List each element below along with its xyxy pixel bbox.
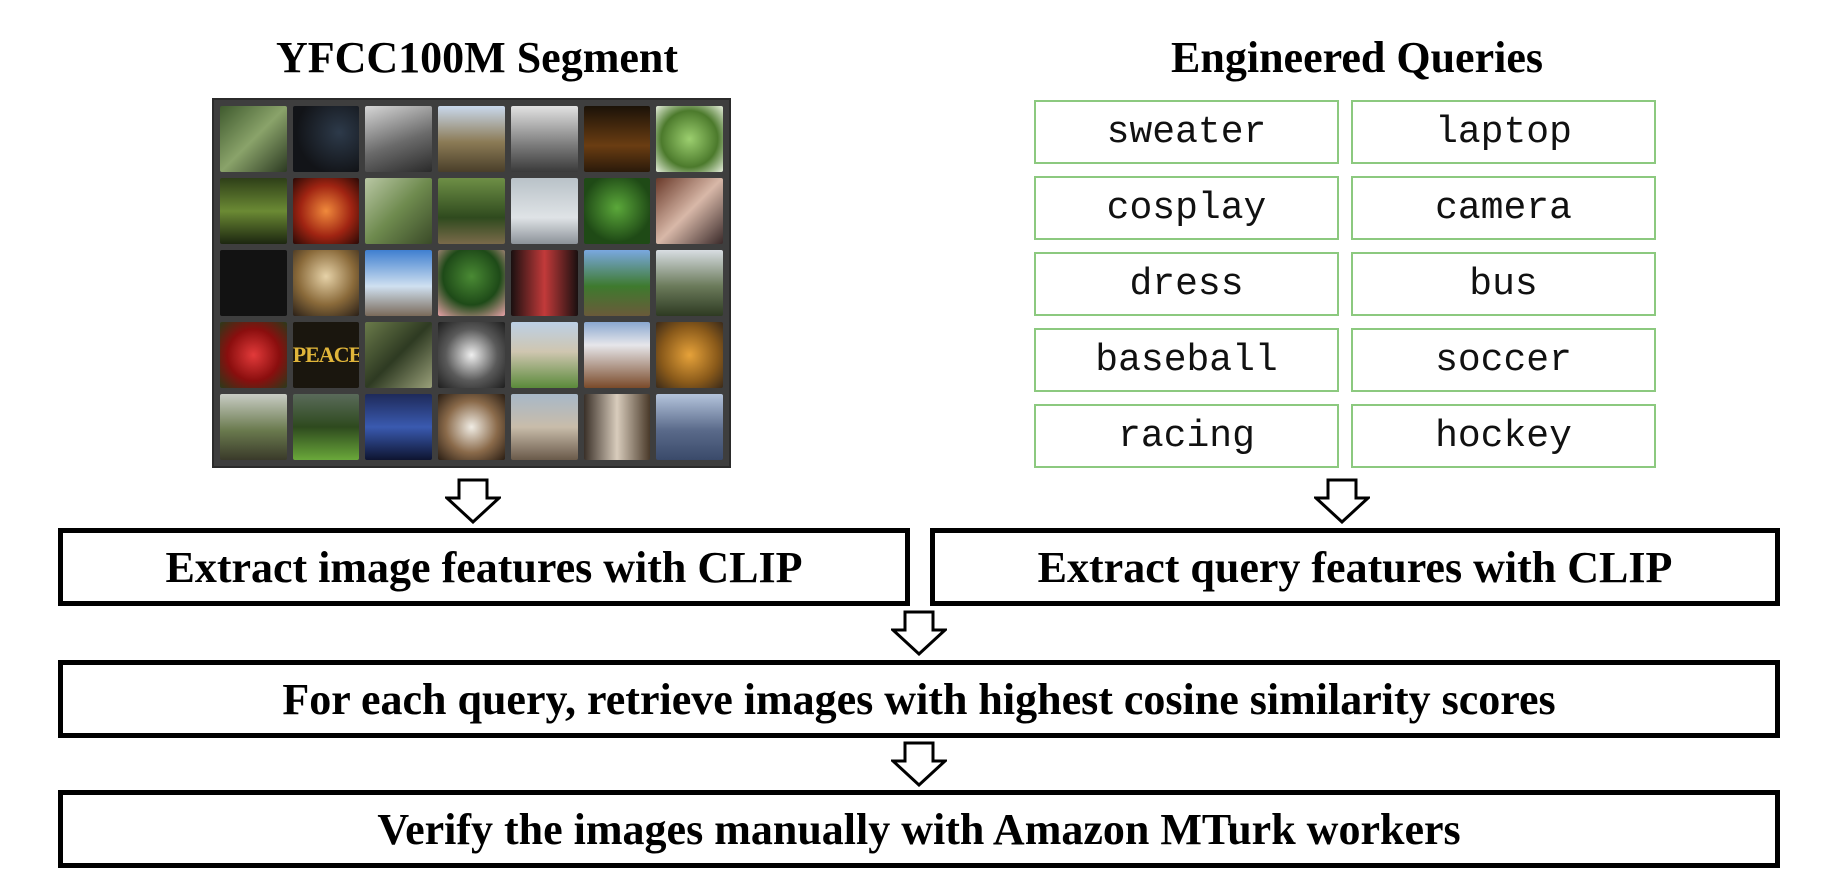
thumbnail [438,322,505,388]
query-box: sweater [1034,100,1339,164]
thumbnail [365,322,433,388]
thumbnail [365,394,433,460]
query-box: baseball [1034,328,1339,392]
thumbnail [220,322,287,388]
thumbnail [365,178,433,244]
thumbnail [656,106,723,172]
thumbnail [510,106,578,172]
query-box: soccer [1351,328,1656,392]
thumbnail [656,178,723,244]
thumbnail [220,106,287,172]
thumbnail [292,394,360,460]
thumbnail [583,178,651,244]
thumbnail [438,178,505,244]
thumbnail [583,322,651,388]
thumbnail [220,394,287,460]
query-box: racing [1034,404,1339,468]
query-box: cosplay [1034,176,1339,240]
query-box: dress [1034,252,1339,316]
down-arrow-icon [445,478,501,524]
thumbnail [510,250,578,316]
thumbnail [292,250,360,316]
engineered-queries-title: Engineered Queries [1171,33,1543,82]
verify-images-step: Verify the images manually with Amazon M… [58,790,1780,868]
yfcc-segment-title: YFCC100M Segment [275,33,679,82]
thumbnail [365,106,433,172]
thumbnail [292,178,360,244]
query-list: sweater laptop cosplay camera dress bus … [1034,100,1656,468]
thumbnail [656,250,723,316]
thumbnail [365,250,433,316]
down-arrow-icon [1314,478,1370,524]
thumbnail [220,178,287,244]
query-box: bus [1351,252,1656,316]
thumbnail [583,394,651,460]
thumbnail [438,250,505,316]
thumbnail [292,106,360,172]
query-box: laptop [1351,100,1656,164]
thumbnail [510,178,578,244]
thumbnail [583,106,651,172]
image-thumbnail-grid: PEACE [212,98,731,468]
query-box: hockey [1351,404,1656,468]
thumbnail [656,322,723,388]
query-box: camera [1351,176,1656,240]
retrieve-images-step: For each query, retrieve images with hig… [58,660,1780,738]
extract-image-features-step: Extract image features with CLIP [58,528,910,606]
peace-thumbnail-text: PEACE [292,342,360,367]
extract-query-features-step: Extract query features with CLIP [930,528,1780,606]
thumbnail [583,250,651,316]
down-arrow-icon [891,610,947,656]
thumbnail: PEACE [292,322,360,388]
down-arrow-icon [891,741,947,787]
thumbnail [656,394,723,460]
thumbnail [438,394,505,460]
thumbnail [438,106,505,172]
thumbnail [510,394,578,460]
thumbnail [220,250,287,316]
thumbnail [510,322,578,388]
